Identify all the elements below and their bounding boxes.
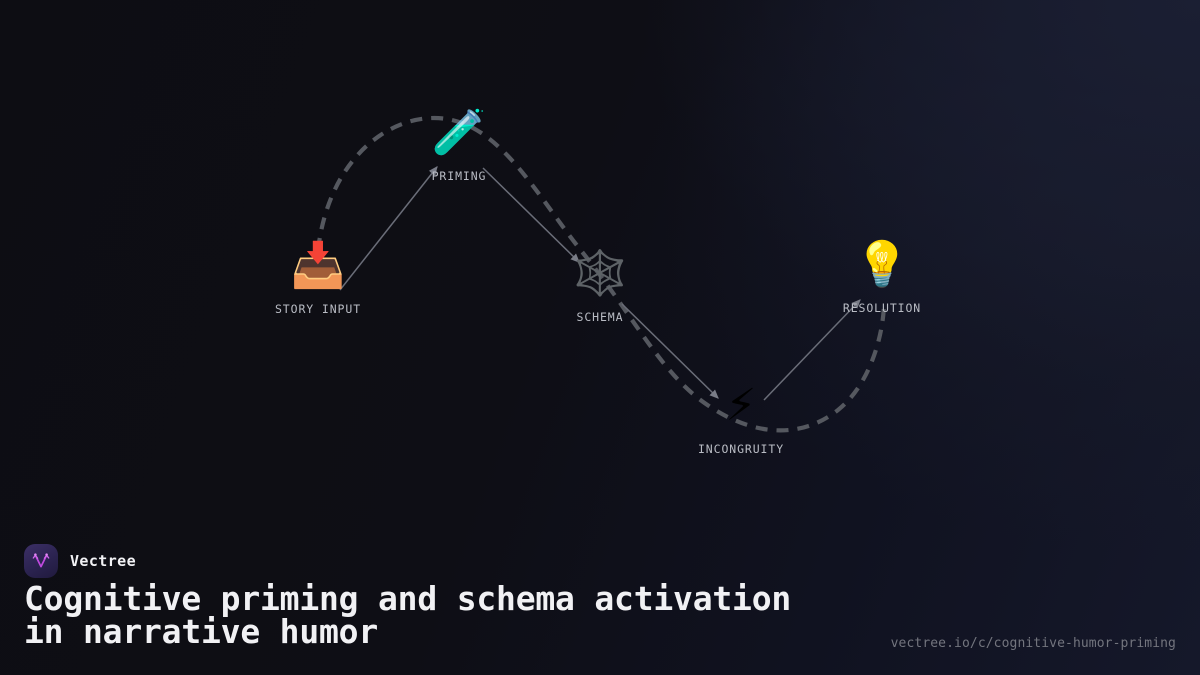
permalink-url: vectree.io/c/cognitive-humor-priming bbox=[890, 636, 1176, 651]
test-tube-icon: 🧪 bbox=[431, 107, 487, 158]
footer: Vectree Cognitive priming and schema act… bbox=[0, 520, 1200, 675]
edge-incongruity-to-resolution bbox=[763, 299, 861, 401]
graph-node-label: STORY INPUT bbox=[274, 302, 362, 316]
brand[interactable]: Vectree bbox=[24, 544, 136, 578]
edge-priming-to-schema bbox=[482, 167, 580, 263]
graph-node-story-input[interactable]: 📥 STORY INPUT bbox=[233, 240, 403, 316]
graph-node-schema[interactable]: 🕸️ SCHEMA bbox=[515, 248, 685, 324]
spider-web-icon: 🕸️ bbox=[572, 248, 628, 299]
inbox-tray-icon: 📥 bbox=[290, 240, 346, 291]
graph-node-label: RESOLUTION bbox=[842, 301, 922, 315]
edge-story-input-to-priming bbox=[339, 166, 438, 291]
concept-graph: 📥 STORY INPUT 🧪 PRIMING 🕸️ SCHEMA ⚡ INCO… bbox=[233, 107, 967, 456]
brand-name: Vectree bbox=[70, 552, 137, 570]
graph-node-label: SCHEMA bbox=[576, 310, 624, 324]
vectree-logo-icon bbox=[24, 544, 58, 578]
high-voltage-icon: ⚡ bbox=[725, 380, 757, 431]
page-title: Cognitive priming and schema activation … bbox=[24, 579, 792, 651]
graph-node-resolution[interactable]: 💡 RESOLUTION bbox=[797, 239, 967, 315]
light-bulb-icon: 💡 bbox=[854, 239, 910, 290]
edge-schema-to-incongruity bbox=[621, 303, 719, 399]
graph-node-label: PRIMING bbox=[431, 169, 487, 183]
graph-node-priming[interactable]: 🧪 PRIMING bbox=[374, 107, 544, 183]
graph-node-label: INCONGRUITY bbox=[697, 442, 785, 456]
graph-node-incongruity[interactable]: ⚡ INCONGRUITY bbox=[656, 380, 826, 456]
flow-path bbox=[315, 115, 887, 433]
graph-edges bbox=[315, 115, 887, 433]
